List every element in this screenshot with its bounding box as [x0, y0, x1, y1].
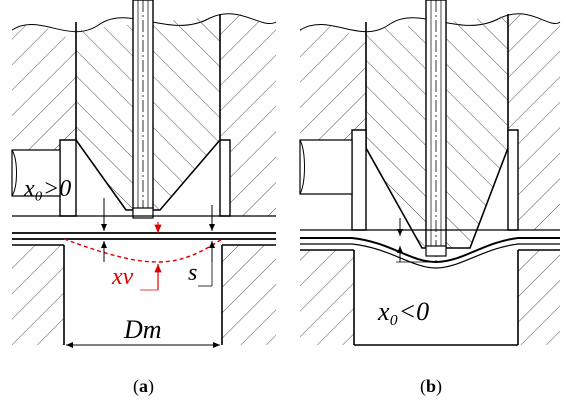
- label-x0-positive: x₀>0: [23, 176, 71, 202]
- caption-b: (b): [420, 376, 442, 397]
- caption-a: (a): [133, 376, 154, 397]
- label-dm: Dm: [123, 315, 162, 344]
- upper-die-left-a: [12, 24, 76, 151]
- lower-die-left-b: [300, 250, 354, 345]
- sheet-deformed-b: [300, 237, 560, 264]
- label-s: s: [188, 260, 197, 286]
- deformed-sheet-red-a: [63, 238, 223, 263]
- panel-a: x₀>0 xv s Dm (a): [11, 0, 277, 397]
- panel-b: x₀<0 (b): [299, 0, 561, 397]
- label-xv: xv: [111, 264, 134, 290]
- upper-die-right-a: [220, 12, 276, 217]
- upper-die-right-b: [508, 12, 560, 231]
- lower-die-right-a: [222, 245, 276, 345]
- lower-die-left-a: [12, 245, 64, 345]
- blank-holder-right-a: [219, 139, 231, 217]
- upper-die-left-b: [300, 24, 366, 141]
- blank-holder-right-b: [507, 129, 519, 231]
- lower-die-right-b: [518, 250, 560, 345]
- label-x0-negative: x₀<0: [377, 297, 429, 326]
- blank-holder-left-b: [351, 129, 367, 231]
